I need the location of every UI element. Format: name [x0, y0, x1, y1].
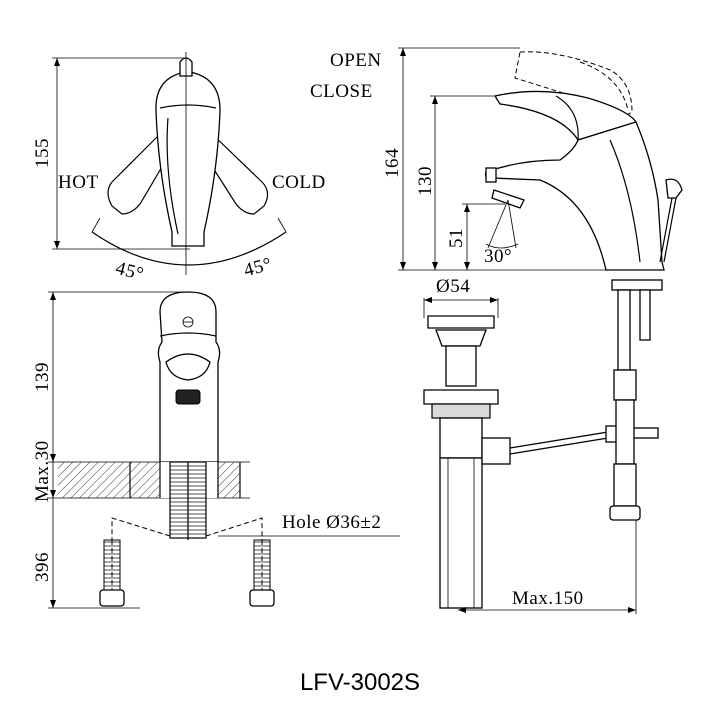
model-title: LFV-3002S — [300, 669, 420, 696]
dimension-155-label: 155 — [32, 138, 53, 168]
side-view: OPEN CLOSE 164 130 51 30° — [310, 47, 683, 271]
angle-right-label: 45° — [242, 254, 275, 282]
dimension-51 — [462, 203, 505, 270]
dimension-139-label: 139 — [32, 362, 53, 392]
close-label: CLOSE — [310, 81, 373, 102]
popup-drain-view: Ø54 Max.150 — [423, 276, 663, 614]
angle-30-label: 30° — [484, 246, 512, 267]
hot-label: HOT — [58, 172, 99, 193]
installation-front-view: 139 Max.30 396 Hole Ø36±2 — [32, 291, 400, 609]
dimension-164 — [398, 47, 610, 271]
cold-label: COLD — [272, 172, 326, 193]
dimension-130-label: 130 — [415, 166, 436, 196]
dimension-164-label: 164 — [382, 148, 403, 178]
angle-left-label: 45° — [113, 258, 146, 286]
dimension-396-label: 396 — [32, 552, 53, 582]
diameter-54-label: Ø54 — [436, 276, 470, 297]
dimension-155 — [52, 57, 190, 250]
dimension-130 — [430, 95, 500, 270]
dimension-51-label: 51 — [446, 228, 467, 248]
hole-label: Hole Ø36±2 — [282, 512, 381, 533]
open-label: OPEN — [330, 50, 382, 71]
max-150-label: Max.150 — [512, 588, 584, 609]
max-30-label: Max.30 — [32, 440, 53, 502]
front-view-lever-rotation: HOT COLD 45° 45° 155 — [32, 52, 326, 286]
